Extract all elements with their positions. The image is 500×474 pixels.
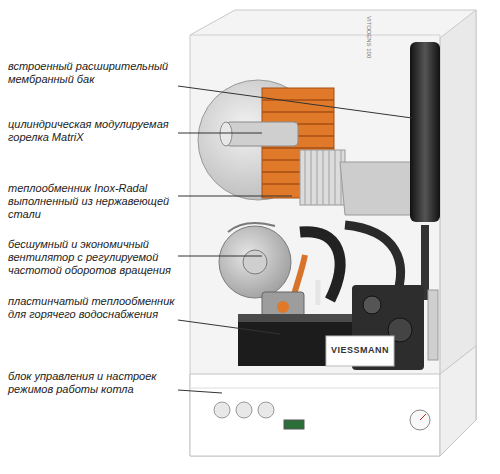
model-text: VITODENS 100	[366, 16, 372, 58]
callout-label: встроенный расширительный мембранный бак	[8, 60, 176, 86]
leader-line	[178, 86, 412, 393]
callout-label: блок управления и настроек режимов работ…	[8, 370, 176, 396]
callout-label: бесшумный и экономичный вентилятор с рег…	[8, 238, 176, 277]
brand-text: VIESSMANN	[331, 345, 389, 355]
callout-label: теплообменник Inox-Radal выполненный из …	[8, 182, 176, 221]
callout-label: цилиндрическая модулируемая горелка Matr…	[8, 118, 176, 144]
callout-label: пластинчатый теплообменник для горячего …	[8, 295, 176, 321]
